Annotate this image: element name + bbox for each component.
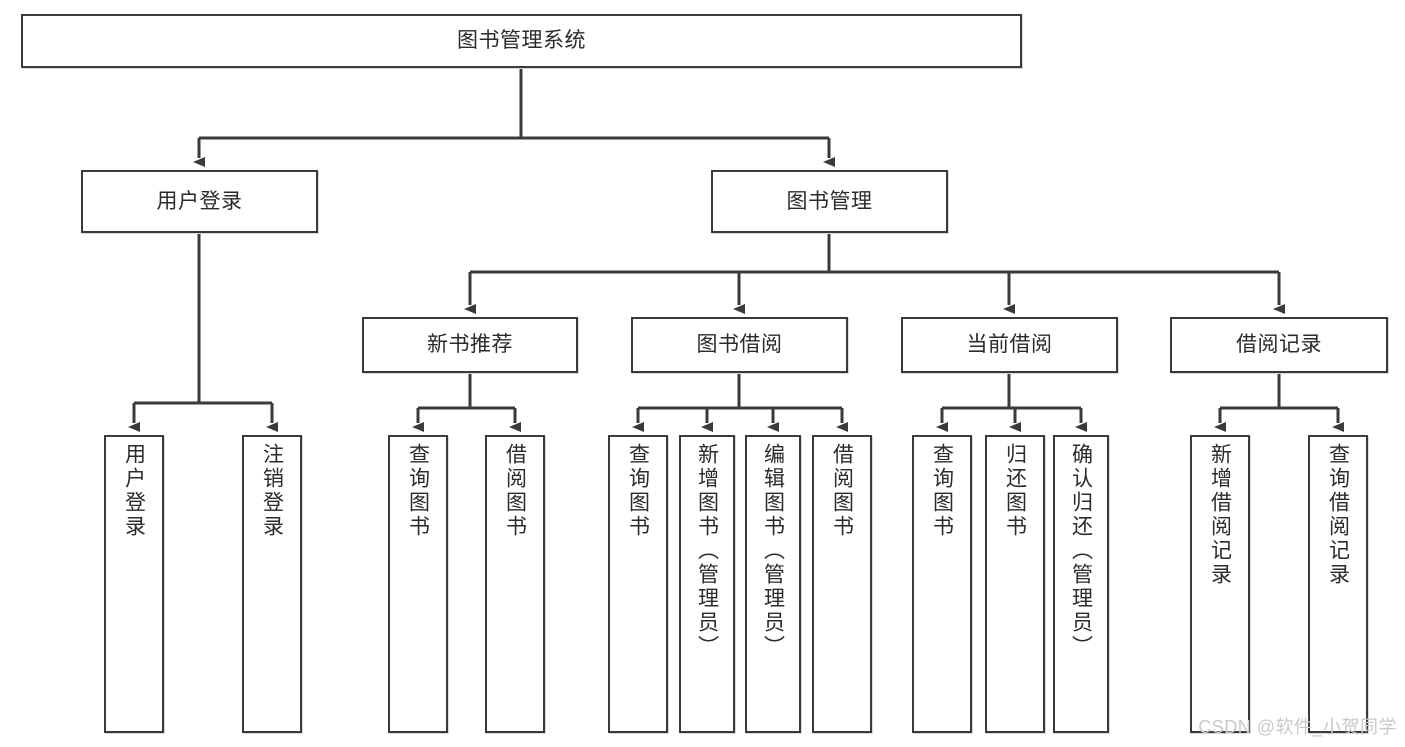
- node-label-leaf-borrow-book: 借阅图书: [830, 443, 854, 539]
- node-leaf-query-borrow-record[interactable]: 查询借阅记录: [1308, 435, 1368, 733]
- watermark-text: CSDN @软件_小贺同学: [1198, 717, 1397, 737]
- node-label-leaf-logout: 注销登录: [260, 443, 284, 539]
- node-label-leaf-query-book-current: 查询图书: [930, 443, 954, 539]
- node-book-borrow[interactable]: 图书借阅: [631, 317, 848, 373]
- node-label-current-borrow: 当前借阅: [966, 333, 1053, 357]
- node-leaf-borrow-book[interactable]: 借阅图书: [812, 435, 872, 733]
- node-leaf-query-book-borrow[interactable]: 查询图书: [608, 435, 668, 733]
- node-leaf-user-login[interactable]: 用户登录: [104, 435, 164, 733]
- node-label-leaf-add-borrow-record: 新增借阅记录: [1208, 443, 1232, 587]
- node-label-leaf-query-book-borrow: 查询图书: [626, 443, 650, 539]
- node-label-root: 图书管理系统: [457, 29, 586, 53]
- node-new-book-recommend[interactable]: 新书推荐: [362, 317, 578, 373]
- node-label-borrow-record: 借阅记录: [1236, 333, 1322, 357]
- node-label-leaf-query-borrow-record: 查询借阅记录: [1326, 443, 1350, 587]
- node-user-login[interactable]: 用户登录: [81, 170, 318, 233]
- node-leaf-query-book-current[interactable]: 查询图书: [912, 435, 972, 733]
- node-label-book-management: 图书管理: [786, 189, 873, 213]
- node-label-leaf-add-book: 新增图书（管理员）: [695, 443, 719, 659]
- node-label-user-login: 用户登录: [156, 189, 243, 213]
- node-root[interactable]: 图书管理系统: [21, 14, 1022, 68]
- node-book-management[interactable]: 图书管理: [711, 170, 948, 233]
- node-leaf-logout[interactable]: 注销登录: [242, 435, 302, 733]
- node-borrow-record[interactable]: 借阅记录: [1170, 317, 1388, 373]
- node-label-book-borrow: 图书借阅: [696, 333, 783, 357]
- node-leaf-borrow-book-recommend[interactable]: 借阅图书: [485, 435, 545, 733]
- node-label-leaf-edit-book: 编辑图书（管理员）: [761, 443, 785, 659]
- node-label-leaf-borrow-book-recommend: 借阅图书: [503, 443, 527, 539]
- node-leaf-confirm-return[interactable]: 确认归还（管理员）: [1053, 435, 1109, 733]
- node-leaf-edit-book[interactable]: 编辑图书（管理员）: [745, 435, 801, 733]
- node-leaf-query-book-recommend[interactable]: 查询图书: [388, 435, 448, 733]
- node-leaf-add-borrow-record[interactable]: 新增借阅记录: [1190, 435, 1250, 733]
- node-label-leaf-return-book: 归还图书: [1003, 443, 1027, 539]
- node-current-borrow[interactable]: 当前借阅: [901, 317, 1118, 373]
- node-label-leaf-query-book-recommend: 查询图书: [406, 443, 430, 539]
- node-label-leaf-confirm-return: 确认归还（管理员）: [1069, 443, 1093, 659]
- node-label-new-book-recommend: 新书推荐: [427, 333, 513, 357]
- node-leaf-return-book[interactable]: 归还图书: [985, 435, 1045, 733]
- node-leaf-add-book[interactable]: 新增图书（管理员）: [679, 435, 735, 733]
- node-label-leaf-user-login: 用户登录: [122, 443, 146, 539]
